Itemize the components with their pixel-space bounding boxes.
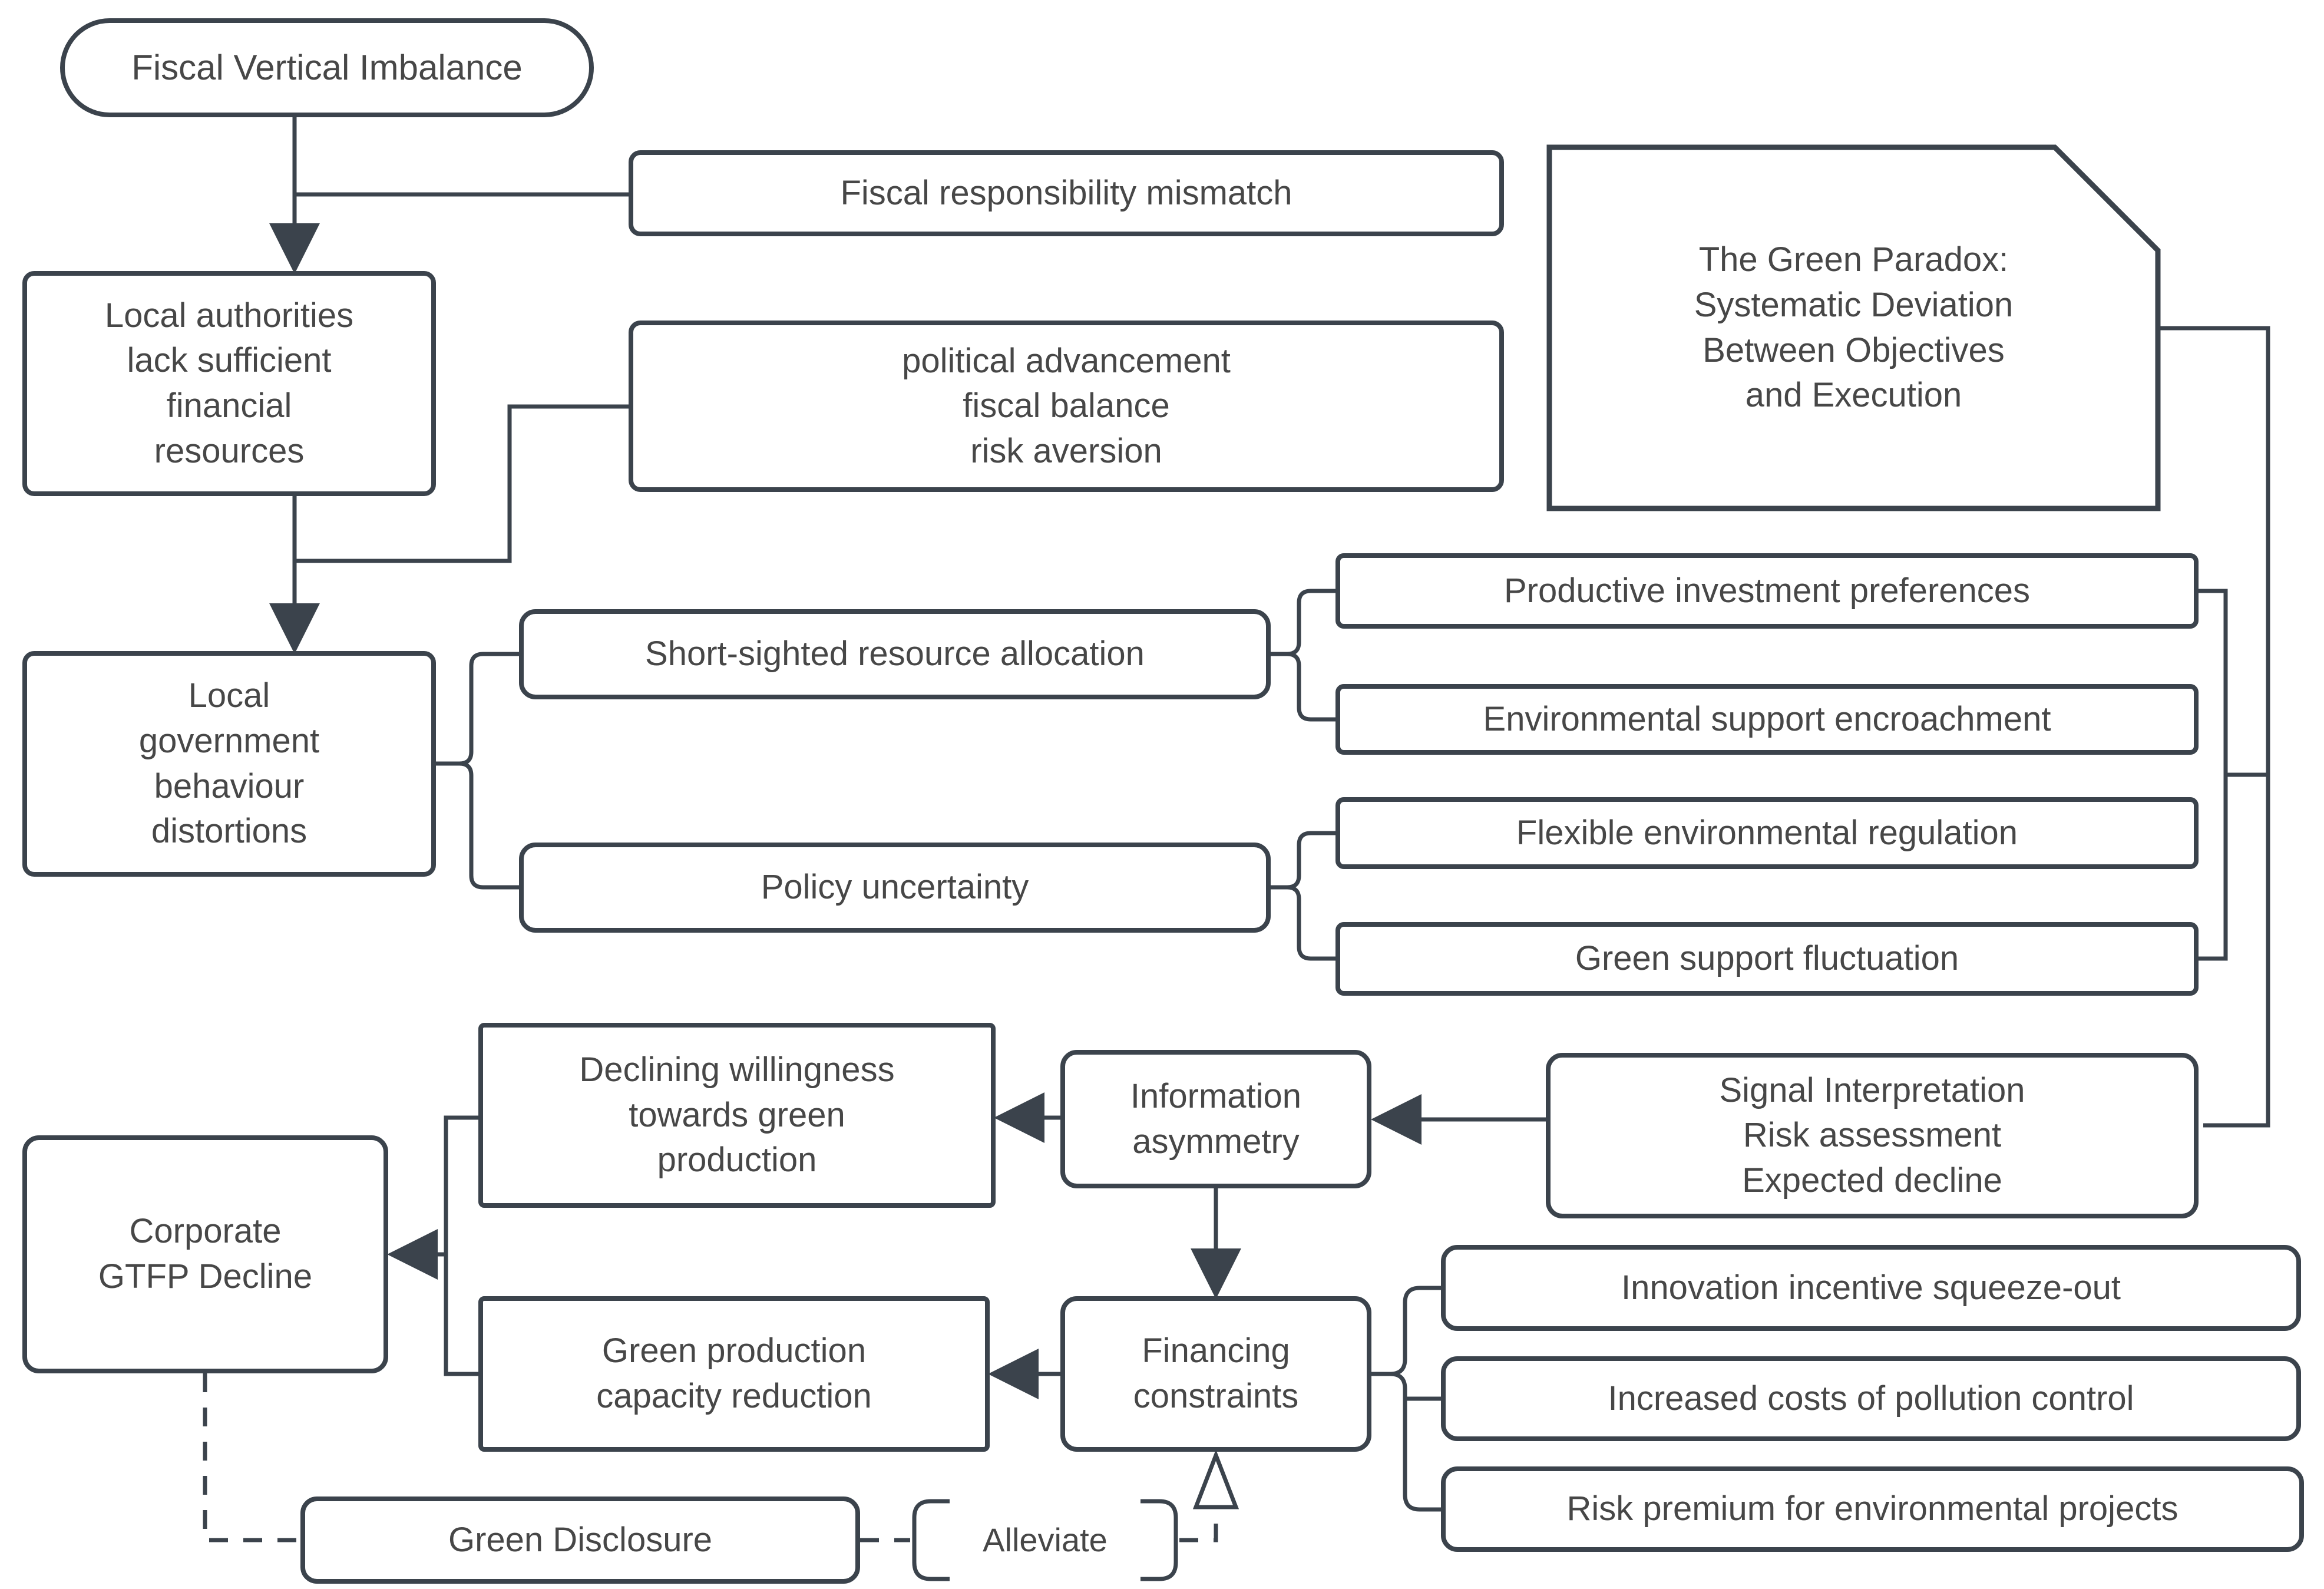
brace-financing-bottom xyxy=(1371,1372,1441,1512)
brace-local-government-top xyxy=(436,652,519,766)
node-green-disclosure: Green Disclosure xyxy=(300,1496,860,1584)
bracket-right-group xyxy=(2199,589,2228,961)
node-declining-willingness: Declining willingness towards green prod… xyxy=(478,1023,996,1208)
brace-policy-top xyxy=(1271,831,1335,890)
node-corporate-gtfp-decline: Corporate GTFP Decline xyxy=(22,1135,388,1373)
node-fiscal-responsibility-mismatch: Fiscal responsibility mismatch xyxy=(629,150,1504,236)
node-productive-investment: Productive investment preferences xyxy=(1335,553,2199,629)
node-risk-premium: Risk premium for environmental projects xyxy=(1441,1466,2304,1552)
node-political-advancement: political advancement fiscal balance ris… xyxy=(629,321,1504,492)
node-financing-constraints: Financing constraints xyxy=(1060,1296,1371,1452)
node-environmental-encroachment: Environmental support encroachment xyxy=(1335,684,2199,755)
paradox-note-shape xyxy=(1546,144,2161,511)
dashed-corporate-to-green-disclosure xyxy=(203,1373,300,1542)
open-arrowhead-alleviate xyxy=(1192,1449,1239,1509)
node-policy-uncertainty: Policy uncertainty xyxy=(519,843,1271,933)
edge-paradox-to-signal xyxy=(2158,326,2270,1128)
dashed-alleviate-to-financing xyxy=(1179,1512,1218,1542)
node-local-government-distortions: Local government behaviour distortions xyxy=(22,651,436,877)
brace-short-sighted-bottom xyxy=(1271,652,1335,722)
node-short-sighted-allocation: Short-sighted resource allocation xyxy=(519,609,1271,699)
brace-local-government-bottom xyxy=(436,761,519,890)
node-information-asymmetry: Information asymmetry xyxy=(1060,1050,1371,1188)
bracket-alleviate-right xyxy=(1140,1499,1178,1581)
node-pollution-control-costs: Increased costs of pollution control xyxy=(1441,1356,2301,1441)
brace-financing-top xyxy=(1371,1286,1441,1376)
node-local-authorities: Local authorities lack sufficient financ… xyxy=(22,271,436,496)
bracket-alleviate-left xyxy=(912,1499,950,1581)
brace-short-sighted-top xyxy=(1271,589,1335,656)
node-innovation-squeeze-out: Innovation incentive squeeze-out xyxy=(1441,1245,2301,1331)
node-green-production-reduction: Green production capacity reduction xyxy=(478,1296,990,1452)
label-alleviate: Alleviate xyxy=(983,1521,1108,1559)
edge-political-to-trunk xyxy=(295,404,629,563)
node-flexible-regulation: Flexible environmental regulation xyxy=(1335,797,2199,869)
node-fiscal-vertical-imbalance: Fiscal Vertical Imbalance xyxy=(60,18,594,117)
node-green-support-fluctuation: Green support fluctuation xyxy=(1335,922,2199,996)
bus-declining-greenprod xyxy=(444,1115,478,1376)
node-signal-interpretation: Signal Interpretation Risk assessment Ex… xyxy=(1546,1053,2199,1218)
node-green-paradox: The Green Paradox: Systematic Deviation … xyxy=(1694,240,2014,415)
brace-policy-bottom xyxy=(1271,885,1335,961)
